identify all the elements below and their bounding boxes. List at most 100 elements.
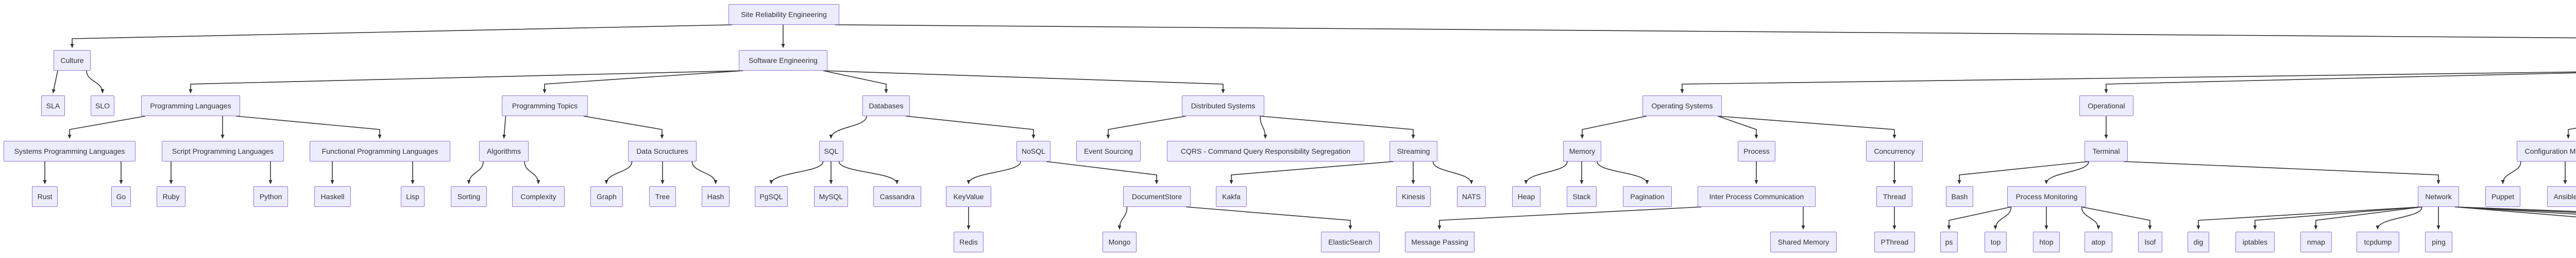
edge-streaming-nats — [1432, 161, 1473, 184]
node-databases: Databases — [862, 95, 910, 116]
node-puppet: Puppet — [2485, 186, 2520, 207]
edge-network-airodump — [2454, 206, 2576, 212]
node-sla: SLA — [41, 95, 65, 116]
node-scriptpl: Script Programming Languages — [162, 141, 284, 162]
node-nmap: nmap — [2300, 232, 2332, 252]
node-thread: Thread — [1876, 186, 1912, 207]
node-syspl: Systems Programming Languages — [4, 141, 135, 162]
node-eventsourcing: Event Sourcing — [1076, 141, 1141, 162]
node-ping: ping — [2425, 232, 2452, 252]
edge-operations-operational — [2104, 72, 2576, 93]
edge-iac-configmgmt — [2566, 127, 2576, 139]
node-memory: Memory — [1563, 141, 1601, 162]
edge-ipc-messagepassing — [1437, 206, 1702, 230]
node-slo: SLO — [91, 95, 114, 116]
edge-algorithms-complexity — [524, 161, 540, 184]
edge-network-nmap — [2314, 206, 2422, 230]
node-graph: Graph — [590, 186, 623, 207]
edge-culture-slo — [86, 70, 105, 93]
node-kinesis: Kinesis — [1396, 186, 1431, 207]
node-hash: Hash — [702, 186, 730, 207]
node-tree: Tree — [649, 186, 676, 207]
edge-terminal-bash — [1957, 161, 2089, 184]
node-documentstore: DocumentStore — [1123, 186, 1191, 207]
node-distsys: Distributed Systems — [1182, 95, 1264, 116]
edge-culture-sla — [52, 70, 58, 93]
edge-documentstore-mongo — [1117, 206, 1128, 230]
edge-pt-datastructures — [583, 116, 664, 139]
edge-network-iptables — [2253, 206, 2422, 230]
node-sharedmemory: Shared Memory — [1770, 232, 1837, 252]
edge-databases-nosql — [905, 116, 1036, 139]
node-nats: NATS — [1457, 186, 1486, 207]
node-go: Go — [111, 186, 131, 207]
node-cqrs: CQRS - Command Query Responsibility Segr… — [1167, 141, 1364, 162]
edge-swe-distsys — [823, 70, 1225, 93]
node-pgsql: PgSQL — [755, 186, 788, 207]
edge-algorithms-sorting — [467, 161, 484, 184]
node-redis: Redis — [954, 232, 984, 252]
edge-os-concurrency — [1717, 116, 1896, 139]
edge-network-dig — [2196, 206, 2422, 230]
edge-os-process — [1717, 116, 1758, 139]
node-funcpl: Functional Programming Languages — [310, 141, 450, 162]
edge-group — [43, 24, 2576, 230]
node-lisp: Lisp — [401, 186, 425, 207]
node-cassandra: Cassandra — [873, 186, 921, 207]
node-ipc: Inter Process Communication — [1698, 186, 1816, 207]
edge-databases-sql — [829, 116, 867, 139]
edge-terminal-network — [2123, 161, 2441, 184]
node-concurrency: Concurrency — [1866, 141, 1923, 162]
edge-procmon-top — [1993, 206, 2012, 230]
node-ruby: Ruby — [157, 186, 185, 207]
edge-memory-heap — [1524, 161, 1568, 184]
node-complexity: Complexity — [512, 186, 565, 207]
node-htop: htop — [2033, 232, 2060, 252]
edge-network-traceroute — [2454, 206, 2576, 215]
edge-pl-syspl — [67, 116, 146, 139]
node-dig: dig — [2188, 232, 2209, 252]
node-keyvalue: KeyValue — [946, 186, 991, 207]
node-mongo: Mongo — [1103, 232, 1137, 252]
node-datastructures: Data Scructures — [628, 141, 697, 162]
node-atop: atop — [2084, 232, 2112, 252]
edge-sql-cassandra — [838, 161, 899, 184]
edge-swe-pl — [189, 70, 743, 93]
edge-procmon-lsof — [2081, 206, 2152, 230]
node-pthread: PThread — [1874, 232, 1915, 252]
node-stack: Stack — [1567, 186, 1597, 207]
edge-datastructures-hash — [691, 161, 718, 184]
edge-memory-pagination — [1597, 161, 1649, 184]
edge-procmon-ps — [1947, 206, 2011, 230]
node-bash: Bash — [1946, 186, 1973, 207]
node-haskell: Haskell — [314, 186, 351, 207]
node-top: top — [1985, 232, 2007, 252]
edge-procmon-atop — [2081, 206, 2100, 230]
node-ansible: Ansible — [2547, 186, 2576, 207]
edge-nosql-keyvalue — [967, 161, 1021, 184]
node-network: Network — [2418, 186, 2459, 207]
node-lsof: lsof — [2138, 232, 2162, 252]
edge-sql-pgsql — [769, 161, 824, 184]
node-tcpdump: tcpdump — [2357, 232, 2399, 252]
node-streaming: Streaming — [1389, 141, 1437, 162]
node-culture: Culture — [54, 50, 91, 71]
node-operational: Operational — [2079, 95, 2133, 116]
edge-network-tcpdump — [2376, 206, 2422, 230]
edge-documentstore-elasticsearch — [1186, 206, 1352, 230]
node-algorithms: Algorithms — [479, 141, 529, 162]
node-swe: Software Engineering — [739, 50, 827, 71]
node-os: Operating Systems — [1642, 95, 1722, 116]
edge-swe-pt — [543, 70, 743, 93]
node-configmgmt: Configuration Management — [2517, 141, 2576, 162]
node-sorting: Sorting — [451, 186, 487, 207]
edge-os-memory — [1580, 116, 1647, 139]
edge-datastructures-graph — [604, 161, 633, 184]
edge-operations-os — [1680, 71, 2576, 93]
node-sql: SQL — [819, 141, 843, 162]
node-iptables: iptables — [2235, 232, 2275, 252]
edge-distsys-eventsourcing — [1106, 116, 1187, 139]
node-mysql: MySQL — [814, 186, 848, 207]
